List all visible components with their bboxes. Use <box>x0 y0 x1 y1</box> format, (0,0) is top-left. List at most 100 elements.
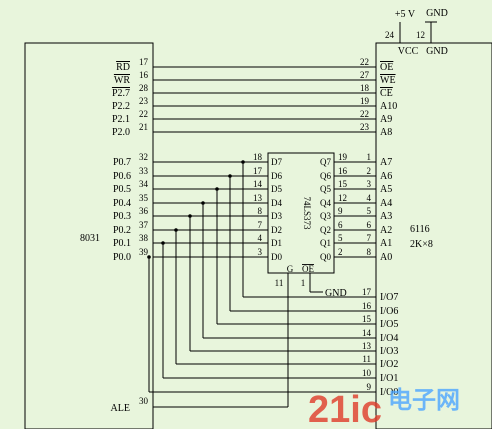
latch-name: 74LS373 <box>302 196 312 230</box>
latch-label-q-2: Q5 <box>320 184 331 194</box>
latch-label-q-3: Q4 <box>320 198 331 208</box>
ram-label-io-2: I/O5 <box>380 319 398 330</box>
latch-pin-q-2: 15 <box>338 179 348 189</box>
mcu-label-ale: ALE <box>111 403 130 414</box>
mcu-pin-data-3: 35 <box>139 193 149 203</box>
mcu-pin-control-0: 17 <box>139 57 149 67</box>
ram-pin-io-7: 9 <box>367 382 372 392</box>
chip-outlines <box>24 42 492 429</box>
mcu-pin-control-1: 16 <box>139 70 149 80</box>
ram-pin-io-0: 17 <box>362 287 372 297</box>
latch-label-d-2: D5 <box>271 184 282 194</box>
latch-label-d-0: D7 <box>271 157 282 167</box>
latch-label-g: G <box>287 264 294 274</box>
latch-pin-d-4: 8 <box>258 206 263 216</box>
mcu-pin-data-7: 39 <box>139 247 149 257</box>
ram-pin-io-2: 15 <box>362 314 372 324</box>
watermark-subtext: 电子网 <box>388 386 460 414</box>
latch-pin-q-4: 9 <box>338 206 343 216</box>
ram-pin-a-0: 1 <box>367 152 372 162</box>
ram-pin-a-2: 3 <box>367 179 372 189</box>
latch-label-q-5: Q2 <box>320 225 331 235</box>
mcu-label-data-7: P0.0 <box>113 252 131 263</box>
mcu-label-data-3: P0.4 <box>113 198 131 209</box>
ram-label-a-3: A4 <box>380 198 392 209</box>
ram-label-io-1: I/O6 <box>380 306 398 317</box>
ram-pin-a-6: 7 <box>367 233 372 243</box>
latch-label-d-5: D2 <box>271 225 282 235</box>
ram-label-control-5: A8 <box>380 127 392 138</box>
ram-6116-body <box>375 42 492 429</box>
mcu-pin-data-5: 37 <box>139 220 149 230</box>
ram-pin-a-5: 6 <box>367 220 372 230</box>
mcu-label-data-0: P0.7 <box>113 157 131 168</box>
mcu-label-data-1: P0.6 <box>113 171 131 182</box>
latch-pin-d-2: 14 <box>253 179 263 189</box>
ram-pin-control-0: 22 <box>360 57 369 67</box>
mcu-label-control-1: WR <box>114 75 130 86</box>
watermark-logo: 21ic 电子网 <box>308 386 460 429</box>
ram-pin-a-7: 8 <box>367 247 372 257</box>
mcu-label-control-0: RD <box>116 62 130 73</box>
ram-label-control-4: A9 <box>380 114 392 125</box>
latch-label-d-6: D1 <box>271 238 282 248</box>
latch-pin-q-6: 5 <box>338 233 343 243</box>
ram-pin-io-4: 13 <box>362 341 372 351</box>
ram-pin-control-2: 18 <box>360 83 370 93</box>
latch-pin-q-1: 16 <box>338 166 348 176</box>
ram-pin-control-3: 19 <box>360 96 370 106</box>
ram-label-control-3: A10 <box>380 101 397 112</box>
latch-label-d-3: D4 <box>271 198 282 208</box>
mcu-label-control-2: P2.7 <box>112 88 130 99</box>
latch-pin-oe: 1 <box>301 278 306 288</box>
latch-pin-q-0: 19 <box>338 152 348 162</box>
latch-label-d-7: D0 <box>271 252 282 262</box>
ram-label-io-0: I/O7 <box>380 292 398 303</box>
latch-label-q-0: Q7 <box>320 157 331 167</box>
ram-name: 6116 <box>410 224 430 235</box>
latch-pin-d-7: 3 <box>258 247 263 257</box>
ram-pin-a-4: 5 <box>367 206 372 216</box>
latch-pin-g: 11 <box>275 278 284 288</box>
ram-label-io-7: I/O0 <box>380 387 398 398</box>
mcu-pin-data-6: 38 <box>139 233 149 243</box>
ram-label-a-7: A0 <box>380 252 392 263</box>
ram-pin-control-4: 22 <box>360 109 369 119</box>
ram-label-control-0: OE <box>380 62 393 73</box>
ram-pin-a-3: 4 <box>367 193 372 203</box>
mcu-pin-control-4: 22 <box>139 109 148 119</box>
latch-label-q-4: Q3 <box>320 211 331 221</box>
mcu-label-control-4: P2.1 <box>112 114 130 125</box>
wires <box>147 21 437 408</box>
mcu-8031-body <box>24 42 154 429</box>
ram-pin-io-1: 16 <box>362 301 372 311</box>
ram-pin-io-6: 10 <box>362 368 372 378</box>
latch-pin-d-5: 7 <box>258 220 263 230</box>
latch-pin-d-0: 18 <box>253 152 263 162</box>
mcu-pin-data-2: 34 <box>139 179 149 189</box>
mcu-pin-control-3: 23 <box>139 96 149 106</box>
ram-pin-control-1: 27 <box>360 70 370 80</box>
ram-label-a-2: A5 <box>380 184 392 195</box>
ram-label-io-5: I/O2 <box>380 359 398 370</box>
latch-label-q-6: Q1 <box>320 238 331 248</box>
mcu-label-data-2: P0.5 <box>113 184 131 195</box>
watermark-text: 21ic <box>308 389 382 429</box>
mcu-name: 8031 <box>80 233 100 244</box>
ram-label-io-6: I/O1 <box>380 373 398 384</box>
latch-pin-d-3: 13 <box>253 193 263 203</box>
mcu-label-data-5: P0.2 <box>113 225 131 236</box>
mcu-label-control-3: P2.2 <box>112 101 130 112</box>
mcu-label-data-6: P0.1 <box>113 238 131 249</box>
ram-label-a-1: A6 <box>380 171 392 182</box>
latch-label-q-7: Q0 <box>320 252 331 262</box>
latch-pin-q-7: 2 <box>338 247 343 257</box>
latch-label-d-1: D6 <box>271 171 282 181</box>
mcu-pin-ale: 30 <box>139 396 149 406</box>
latch-label-oe: OE <box>302 264 314 274</box>
ram-organization: 2K×8 <box>410 239 433 250</box>
ram-pin-io-5: 11 <box>362 354 371 364</box>
supply-vcc: +5 V <box>395 9 416 20</box>
